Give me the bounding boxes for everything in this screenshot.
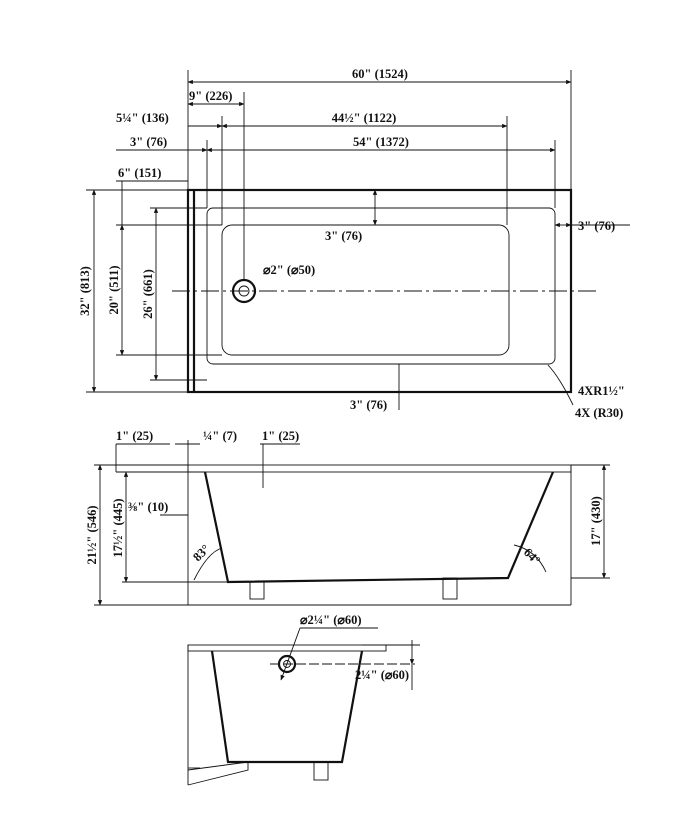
tub-body-end [210, 650, 364, 764]
dim-end-rim-3: 3" (76) [578, 219, 615, 233]
dim-lip-1b: 1" (25) [262, 429, 299, 443]
dim-height-17: 17" (430) [589, 496, 603, 546]
dim-rim-3: 3" (76) [130, 135, 167, 149]
dim-overflow-offset: 2¼" (⌀60) [355, 668, 409, 682]
dim-offset-5-1-4: 5¼" (136) [116, 111, 169, 125]
dim-height-overall: 21½" (546) [85, 505, 99, 564]
top-view: 60" (1524) 9" (226) 5¼" (136) 44½" (1122… [78, 67, 630, 420]
tub-basin [221, 224, 510, 356]
side-view: 21½" (546) 17½" (445) 1" (25) ¼" (7) 1" … [85, 429, 610, 606]
dim-drain-offset: 9" (226) [189, 89, 232, 103]
tub-body-side [203, 471, 555, 584]
foot-left [249, 581, 265, 600]
dim-inner-length-44: 44½" (1122) [332, 111, 397, 125]
dim-lip-1-4: ¼" (7) [203, 429, 237, 443]
dim-bottom-rim-3: 3" (76) [350, 398, 387, 412]
dim-inner-width-20: 20" (511) [107, 266, 121, 315]
dim-corner-radius-1: 4XR1½" [578, 384, 625, 398]
dim-corner-radius-2: 4X (R30) [575, 406, 623, 420]
foot-end [313, 761, 329, 781]
dim-skirt-3-8: ⅜" (10) [128, 500, 168, 514]
dim-lip-1a: 1" (25) [116, 429, 153, 443]
tub-rim [206, 207, 556, 365]
dim-overall-length: 60" (1524) [352, 67, 408, 81]
dim-inner-length-54: 54" (1372) [353, 135, 409, 149]
dim-overflow-dia: ⌀2¼" (⌀60) [300, 613, 362, 627]
dim-angle-left: 83° [190, 542, 212, 564]
foot-right [442, 577, 458, 600]
dim-inner-width-26: 26" (661) [141, 269, 155, 319]
dim-overall-width: 32" (813) [78, 266, 92, 316]
dim-drain-dia: ⌀2" (⌀50) [263, 263, 315, 277]
dim-inner-rim-3: 3" (76) [325, 229, 362, 243]
end-view: ⌀2¼" (⌀60) 2¼" (⌀60) [187, 613, 420, 786]
dim-height-inner: 17½" (445) [111, 498, 125, 557]
dim-offset-6: 6" (151) [118, 166, 161, 180]
